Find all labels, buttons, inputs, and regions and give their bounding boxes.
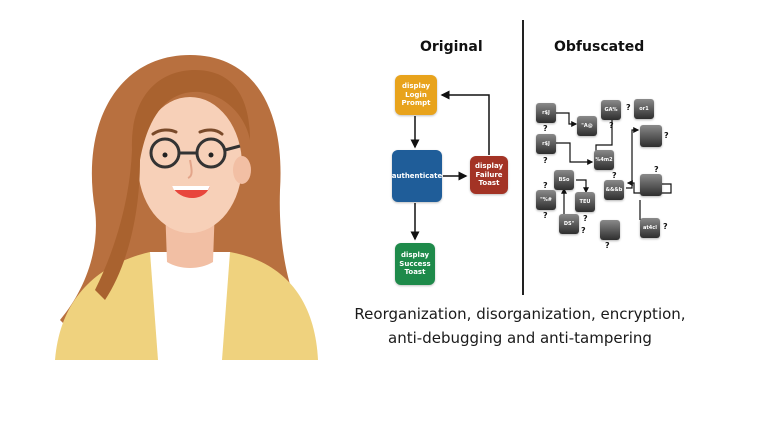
question-mark: ? (664, 131, 669, 140)
obf-box: BSo (554, 170, 574, 190)
heading-obfuscated: Obfuscated (554, 39, 645, 55)
ear (233, 156, 251, 184)
node-success-toast: display Success Toast (395, 243, 435, 285)
obf-box (640, 125, 662, 147)
obf-box: "%# (536, 190, 556, 210)
obf-box: r$J (536, 103, 556, 123)
node-authenticate: authenticate (392, 150, 442, 202)
question-mark: ? (626, 103, 631, 112)
obf-box: at4cl (640, 218, 660, 238)
question-mark: ? (609, 121, 614, 130)
obf-box: TEU (575, 192, 595, 212)
obf-box: GA% (601, 100, 621, 120)
shirt (150, 252, 230, 360)
obf-box: or1 (634, 99, 654, 119)
question-mark: ? (663, 222, 668, 231)
obf-box: "A@ (577, 116, 597, 136)
person-illustration (55, 55, 318, 360)
obf-box (600, 220, 620, 240)
question-mark: ? (583, 214, 588, 223)
question-mark: ? (612, 171, 617, 180)
question-mark: ? (543, 156, 548, 165)
question-mark: ? (654, 165, 659, 174)
question-mark: ? (605, 241, 610, 250)
arrow-failure-to-login (440, 90, 490, 155)
obf-box: r$J (536, 134, 556, 154)
obf-box: DS" (559, 214, 579, 234)
obf-box: &&&b (604, 180, 624, 200)
node-failure-toast: display Failure Toast (470, 156, 508, 194)
divider (522, 20, 524, 295)
hair-front (95, 70, 250, 300)
obf-box: %4m2 (594, 150, 614, 170)
caption-line-2: anti-debugging and anti-tampering (388, 329, 652, 347)
question-mark: ? (543, 181, 548, 190)
question-mark: ? (543, 211, 548, 220)
obf-box (640, 174, 662, 196)
question-mark: ? (581, 226, 586, 235)
caption-line-1: Reorganization, disorganization, encrypt… (354, 305, 686, 323)
node-login-prompt: display Login Prompt (395, 75, 437, 115)
question-mark: ? (543, 124, 548, 133)
heading-original: Original (420, 39, 483, 55)
